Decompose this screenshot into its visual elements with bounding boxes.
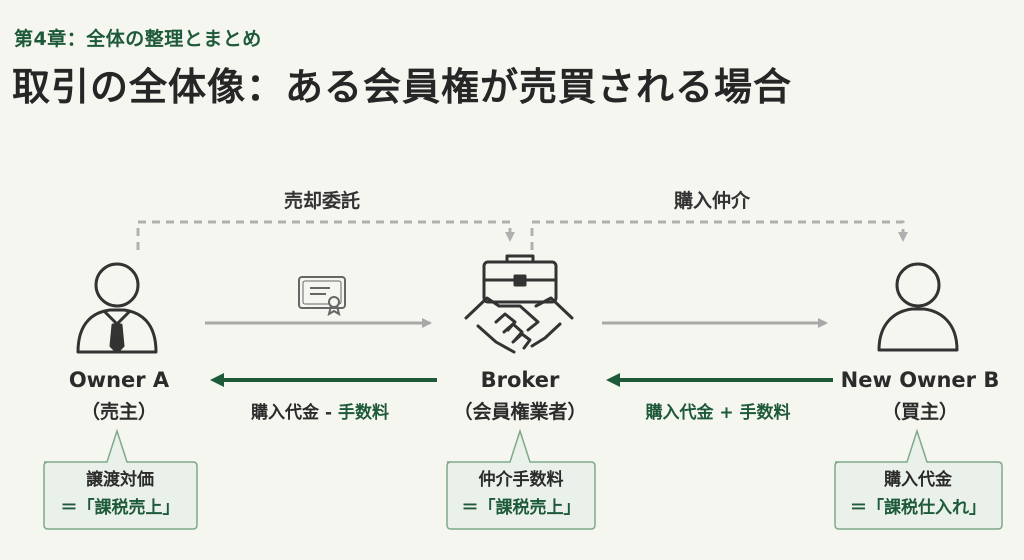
- consignment-label: 売却委託: [283, 190, 361, 212]
- seller-callout-box: [43, 428, 198, 530]
- payment-left-price: 購入代金 -: [251, 403, 338, 423]
- brokerage-dashed-arrow: [530, 220, 908, 250]
- person-with-tie-icon: [76, 262, 158, 354]
- buyer-role: （買主）: [881, 401, 959, 423]
- buyer-callout-box: [834, 428, 1003, 530]
- seller-box-line1: 譲渡対価: [86, 470, 154, 490]
- broker-box-line2: ＝「課税売上」: [461, 498, 581, 518]
- broker-callout-box: [446, 428, 596, 530]
- payment-label-right: 購入代金 + 手数料: [645, 403, 791, 423]
- buyer-box-text: 購入代金 ＝「課税仕入れ」: [850, 466, 986, 522]
- buyer-name: New Owner B: [840, 368, 1000, 392]
- seller-name: Owner A: [68, 368, 170, 392]
- buyer-box-line2: ＝「課税仕入れ」: [850, 498, 986, 518]
- brokerage-label: 購入仲介: [673, 190, 751, 212]
- chapter-label: 第4章：全体の整理とまとめ: [14, 28, 262, 50]
- seller-role: （売主）: [80, 401, 158, 423]
- certificate-icon: [298, 276, 346, 317]
- payment-left-fee: 手数料: [337, 403, 389, 423]
- seller-box-line2: ＝「課税売上」: [60, 498, 180, 518]
- briefcase-handshake-icon: [464, 254, 574, 354]
- seller-box-text: 譲渡対価 ＝「課税売上」: [61, 466, 180, 522]
- broker-box-line1: 仲介手数料: [478, 470, 564, 490]
- payment-label-left: 購入代金 - 手数料: [251, 398, 389, 423]
- buyer-box-line1: 購入代金: [884, 470, 952, 490]
- broker-role: （会員権業者）: [453, 401, 587, 423]
- broker-box-text: 仲介手数料 ＝「課税売上」: [462, 466, 581, 522]
- broker-name: Broker: [480, 368, 560, 392]
- consignment-dashed-arrow: [136, 220, 515, 250]
- person-icon: [877, 262, 959, 352]
- page-title: 取引の全体像：ある会員権が売買される場合: [12, 65, 793, 109]
